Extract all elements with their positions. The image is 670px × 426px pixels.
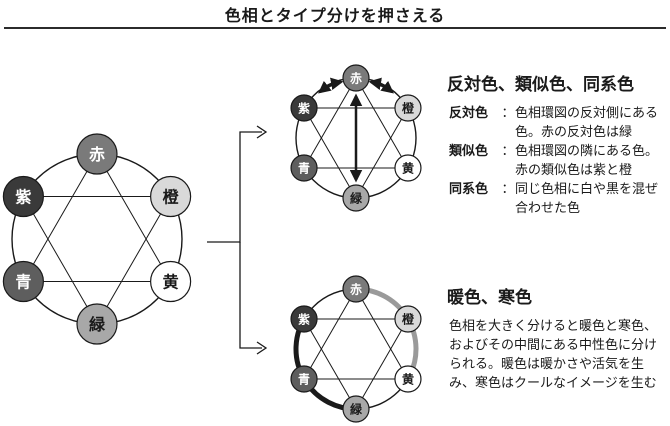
green-label: 緑 bbox=[89, 315, 106, 334]
yellow-label: 黄 bbox=[402, 160, 414, 175]
definition-monochrome: 同系色 ： 同じ色相に白や黒を混ぜ合わせた色 bbox=[449, 180, 665, 218]
definition-analogous: 類似色 ： 色相環図の隣にある色。赤の類似色は紫と橙 bbox=[449, 142, 665, 180]
green-node bbox=[76, 303, 118, 345]
definition-opposite: 反対色 ： 色相環図の反対側にある色。赤の反対色は緑 bbox=[449, 104, 665, 142]
colon: ： bbox=[501, 182, 515, 197]
yellow-node bbox=[394, 365, 422, 393]
green-label: 緑 bbox=[350, 190, 363, 205]
triangle-orange-green-purple bbox=[303, 318, 409, 411]
term-text: 同じ色相に白や黒を混ぜ合わせた色 bbox=[515, 182, 659, 216]
orange-node bbox=[150, 175, 192, 218]
green-node bbox=[342, 184, 370, 212]
triangle-red-yellow-blue bbox=[22, 152, 172, 282]
section-title-warm-cool: 暖色、寒色 bbox=[447, 288, 532, 308]
connector-arrow-top bbox=[256, 125, 268, 139]
yellow-node bbox=[394, 154, 422, 182]
term-label: 同系色 bbox=[449, 182, 489, 197]
term-text: 色相環図の隣にある色。赤の類似色は紫と橙 bbox=[515, 144, 659, 178]
orange-label: 橙 bbox=[402, 311, 415, 326]
purple-node bbox=[290, 94, 318, 122]
purple-label: 紫 bbox=[15, 187, 31, 206]
purple-node bbox=[2, 175, 44, 218]
section-title-opposite-analogous: 反対色、類似色、同系色 bbox=[447, 75, 634, 95]
analogous-arrow-orange bbox=[368, 77, 394, 94]
red-node bbox=[76, 133, 118, 175]
red-node bbox=[342, 275, 370, 303]
orange-label: 橙 bbox=[163, 187, 180, 206]
colon: ： bbox=[501, 144, 515, 159]
yellow-label: 黄 bbox=[402, 371, 414, 386]
purple-label: 紫 bbox=[298, 311, 310, 326]
branch-connector bbox=[207, 125, 268, 355]
blue-node bbox=[290, 365, 318, 393]
green-label: 緑 bbox=[350, 401, 363, 416]
red-node bbox=[342, 64, 370, 92]
term-label: 反対色 bbox=[449, 106, 489, 121]
analogous-arrow-purple bbox=[318, 77, 344, 94]
red-label: 赤 bbox=[350, 70, 362, 85]
connector-line-top bbox=[207, 131, 262, 243]
blue-label: 青 bbox=[298, 160, 310, 175]
warm-cool-description: 色相を大きく分けると暖色と寒色、およびその中間にある中性色に分けられる。暖色は暖… bbox=[449, 319, 658, 391]
orange-node bbox=[394, 305, 422, 333]
red-label: 赤 bbox=[89, 145, 105, 164]
term-label: 類似色 bbox=[449, 144, 489, 159]
purple-node bbox=[290, 305, 318, 333]
green-node bbox=[342, 395, 370, 423]
page-title: 色相とタイプ分けを押さえる bbox=[224, 6, 446, 25]
blue-label: 青 bbox=[298, 371, 310, 386]
colon: ： bbox=[501, 106, 515, 121]
triangle-red-yellow-blue bbox=[303, 287, 409, 380]
connector-line-bottom bbox=[239, 242, 262, 349]
title-divider bbox=[4, 27, 666, 29]
triangle-orange-green-purple bbox=[22, 196, 172, 326]
definition-list: 反対色 ： 色相環図の反対側にある色。赤の反対色は緑 類似色 ： 色相環図の隣に… bbox=[449, 104, 665, 218]
wheel-ring bbox=[11, 153, 183, 325]
blue-node bbox=[2, 260, 44, 303]
term-text: 色相環図の反対側にある色。赤の反対色は緑 bbox=[515, 106, 659, 140]
connector-arrow-bottom bbox=[256, 341, 268, 355]
red-label: 赤 bbox=[350, 281, 362, 296]
orange-node bbox=[394, 94, 422, 122]
orange-label: 橙 bbox=[402, 100, 415, 115]
yellow-node bbox=[150, 260, 192, 303]
blue-label: 青 bbox=[15, 272, 31, 291]
purple-label: 紫 bbox=[298, 100, 310, 115]
blue-node bbox=[290, 154, 318, 182]
yellow-label: 黄 bbox=[163, 272, 179, 291]
